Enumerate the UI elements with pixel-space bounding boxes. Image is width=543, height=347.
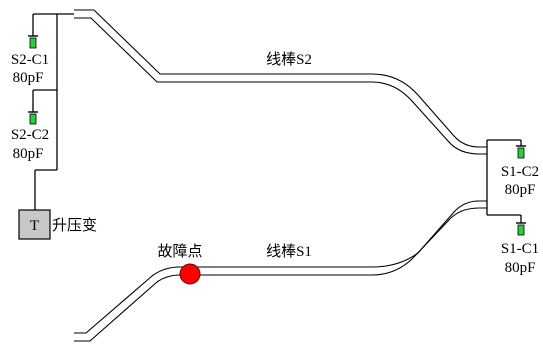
transformer-label: 升压变	[52, 217, 97, 234]
transformer: T	[18, 209, 51, 240]
capacitor-s2-c2-icon	[28, 111, 38, 125]
s2-c1-name: S2-C1	[11, 52, 49, 68]
s1-c2-value: 80pF	[505, 182, 536, 198]
left-wiring	[32, 13, 74, 210]
transformer-box	[18, 209, 51, 240]
s1-c1-name: S1-C1	[501, 241, 539, 257]
s1-c2-name: S1-C2	[501, 164, 539, 180]
s2-c2-value: 80pF	[13, 146, 44, 162]
s2-c2-name: S2-C2	[11, 127, 49, 143]
right-wiring	[486, 139, 522, 223]
s2-c1-value: 80pF	[13, 70, 44, 86]
capacitor-s2-c1-icon	[28, 35, 38, 49]
bar-s2	[74, 9, 487, 155]
s1-c1-value: 80pF	[505, 260, 536, 276]
fault-point-icon	[179, 263, 201, 285]
bar-s1	[74, 200, 487, 342]
transformer-symbol: T	[30, 218, 39, 234]
fault-label: 故障点	[157, 242, 202, 260]
bar-s2-label: 线棒S2	[266, 51, 312, 68]
bar-s1-label: 线棒S1	[266, 243, 312, 260]
capacitor-s1-c2-icon	[516, 145, 526, 159]
capacitor-s1-c1-icon	[516, 222, 526, 236]
